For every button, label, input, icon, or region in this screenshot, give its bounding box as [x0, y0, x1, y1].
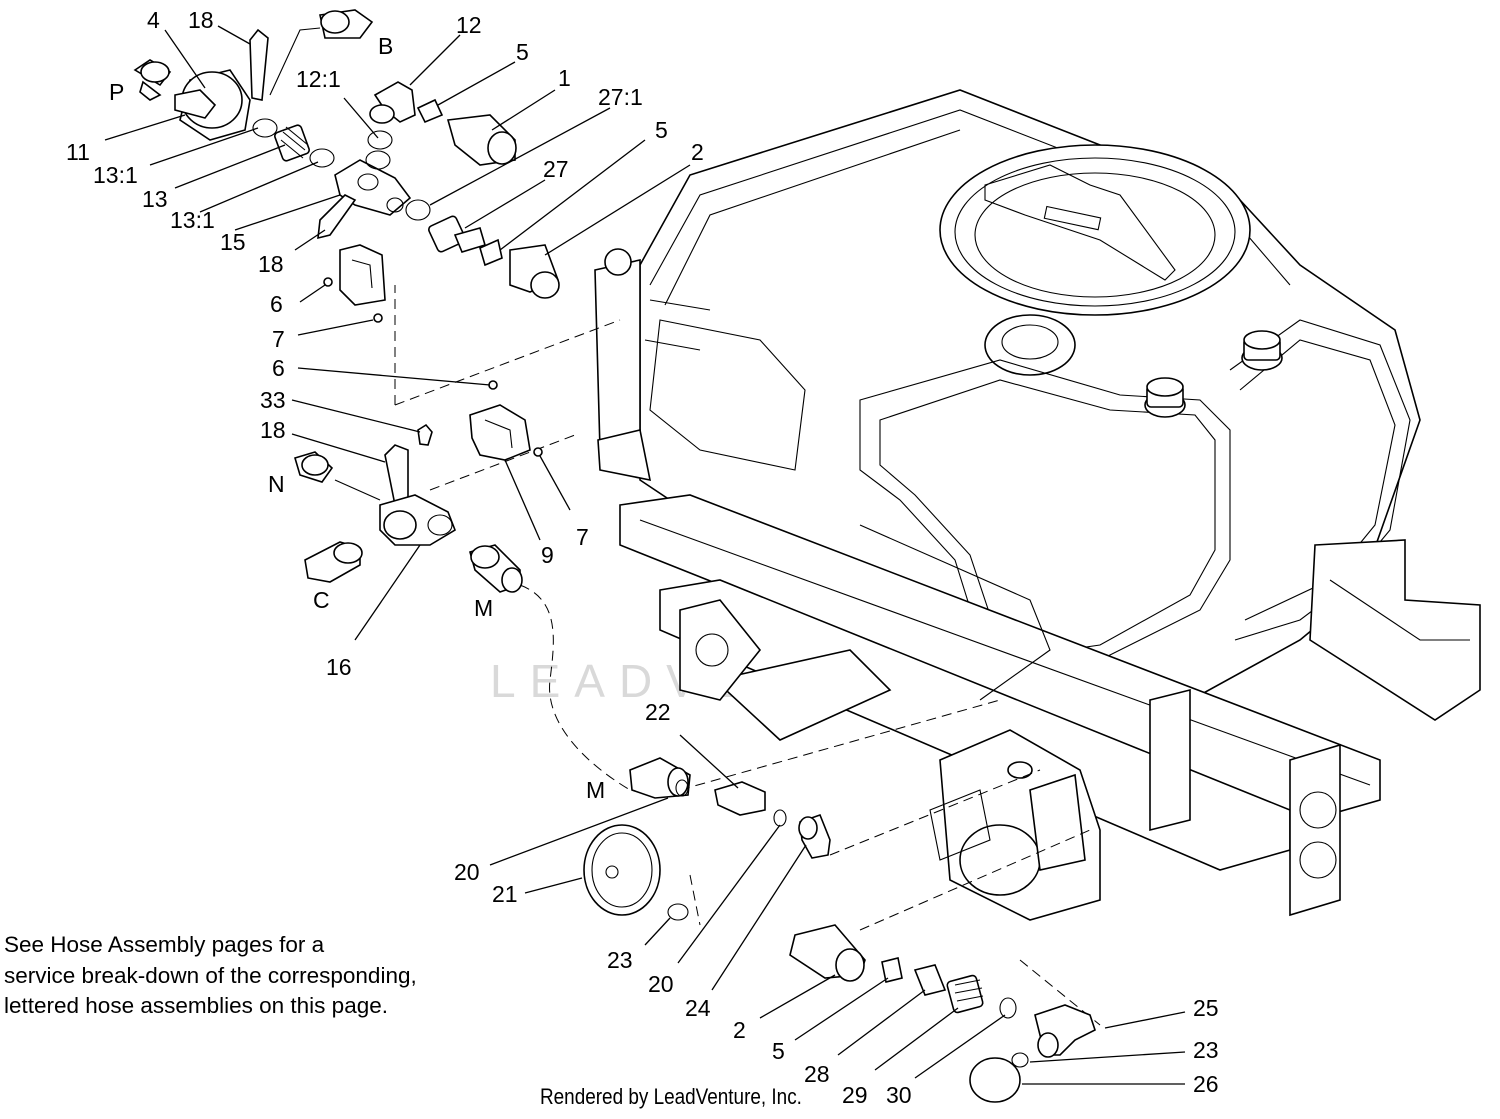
strainer-21 — [583, 824, 689, 921]
callout-5: 5 — [655, 117, 668, 143]
callout-7: 7 — [576, 524, 589, 550]
bracket-9 — [469, 380, 543, 461]
callout-labels: 4 18 11 13:1 13 13:1 15 18 12:1 12 5 1 2… — [66, 7, 1219, 1108]
tee-22 — [714, 781, 766, 816]
callout-23: 23 — [607, 947, 633, 973]
note-line: lettered hose assemblies on this page. — [4, 993, 388, 1018]
spray-tank — [594, 89, 1421, 751]
hose-letter-b: B — [378, 33, 393, 59]
outlet-group — [789, 924, 1096, 1103]
callout-18: 18 — [188, 7, 214, 33]
callout-13-1: 13:1 — [170, 207, 215, 233]
hose-letter-n: N — [268, 471, 285, 497]
callout-18: 18 — [258, 251, 284, 277]
callout-6: 6 — [270, 291, 283, 317]
assembly-dash-lines — [394, 285, 1101, 1026]
callout-4: 4 — [147, 7, 160, 33]
callout-20: 20 — [648, 971, 674, 997]
note-line: service break-down of the corresponding, — [4, 962, 417, 988]
callout-12: 12 — [456, 12, 482, 38]
leader-lines — [104, 25, 1186, 1085]
callout-1: 1 — [558, 65, 571, 91]
callout-11: 11 — [66, 139, 90, 165]
hose-assembly-note: See Hose Assembly pages for a service br… — [4, 930, 544, 1022]
callout-33: 33 — [260, 387, 286, 413]
callout-27: 27 — [543, 156, 569, 182]
pump-assembly — [929, 729, 1101, 921]
callout-24: 24 — [685, 995, 711, 1021]
callout-23: 23 — [1193, 1037, 1219, 1063]
callout-22: 22 — [645, 699, 671, 725]
fitting-33 — [417, 423, 433, 446]
callout-20: 20 — [454, 859, 480, 885]
callout-30: 30 — [886, 1082, 912, 1108]
callout-25: 25 — [1193, 995, 1219, 1021]
bracket-upper — [323, 244, 386, 323]
hose-fitting-c — [304, 541, 363, 583]
cap-26 — [969, 1057, 1021, 1103]
hose-letter-c: C — [313, 587, 330, 613]
hose-letter-m: M — [474, 595, 493, 621]
callout-16: 16 — [326, 654, 352, 680]
callout-2: 2 — [691, 139, 704, 165]
callout-15: 15 — [220, 229, 246, 255]
callout-2: 2 — [733, 1017, 746, 1043]
valve-handle-18-top — [249, 28, 269, 101]
note-line: See Hose Assembly pages for a — [4, 932, 325, 957]
callout-12-1: 12:1 — [296, 66, 341, 92]
hose-letter-labels: P B N C M M — [109, 33, 605, 803]
hose-fitting-p — [133, 59, 172, 101]
tank-cap-left — [1144, 377, 1186, 418]
render-credit: Rendered by LeadVenture, Inc. — [540, 1084, 802, 1109]
callout-7: 7 — [272, 326, 285, 352]
lower-valve-group — [294, 423, 523, 593]
hose-fitting-b — [319, 9, 374, 39]
callout-18: 18 — [260, 417, 286, 443]
callout-5: 5 — [772, 1038, 785, 1064]
frame-chassis — [619, 494, 1481, 917]
hose-fitting-n — [294, 451, 334, 483]
callout-26: 26 — [1193, 1071, 1219, 1097]
callout-5: 5 — [516, 39, 529, 65]
fitting-27 — [405, 199, 486, 253]
callout-21: 21 — [492, 881, 518, 907]
callout-27-1: 27:1 — [598, 84, 643, 110]
tank-cap-right — [1241, 330, 1283, 371]
hose-fitting-m — [469, 544, 523, 593]
callout-13-1: 13:1 — [93, 162, 138, 188]
callout-9: 9 — [541, 542, 554, 568]
hose-letter-m: M — [586, 777, 605, 803]
callout-29: 29 — [842, 1082, 868, 1108]
callout-6: 6 — [272, 355, 285, 381]
callout-28: 28 — [804, 1061, 830, 1087]
top-valve-group — [133, 9, 560, 299]
hose-letter-p: P — [109, 79, 124, 105]
filter-group — [583, 757, 831, 921]
callout-13: 13 — [142, 186, 168, 212]
